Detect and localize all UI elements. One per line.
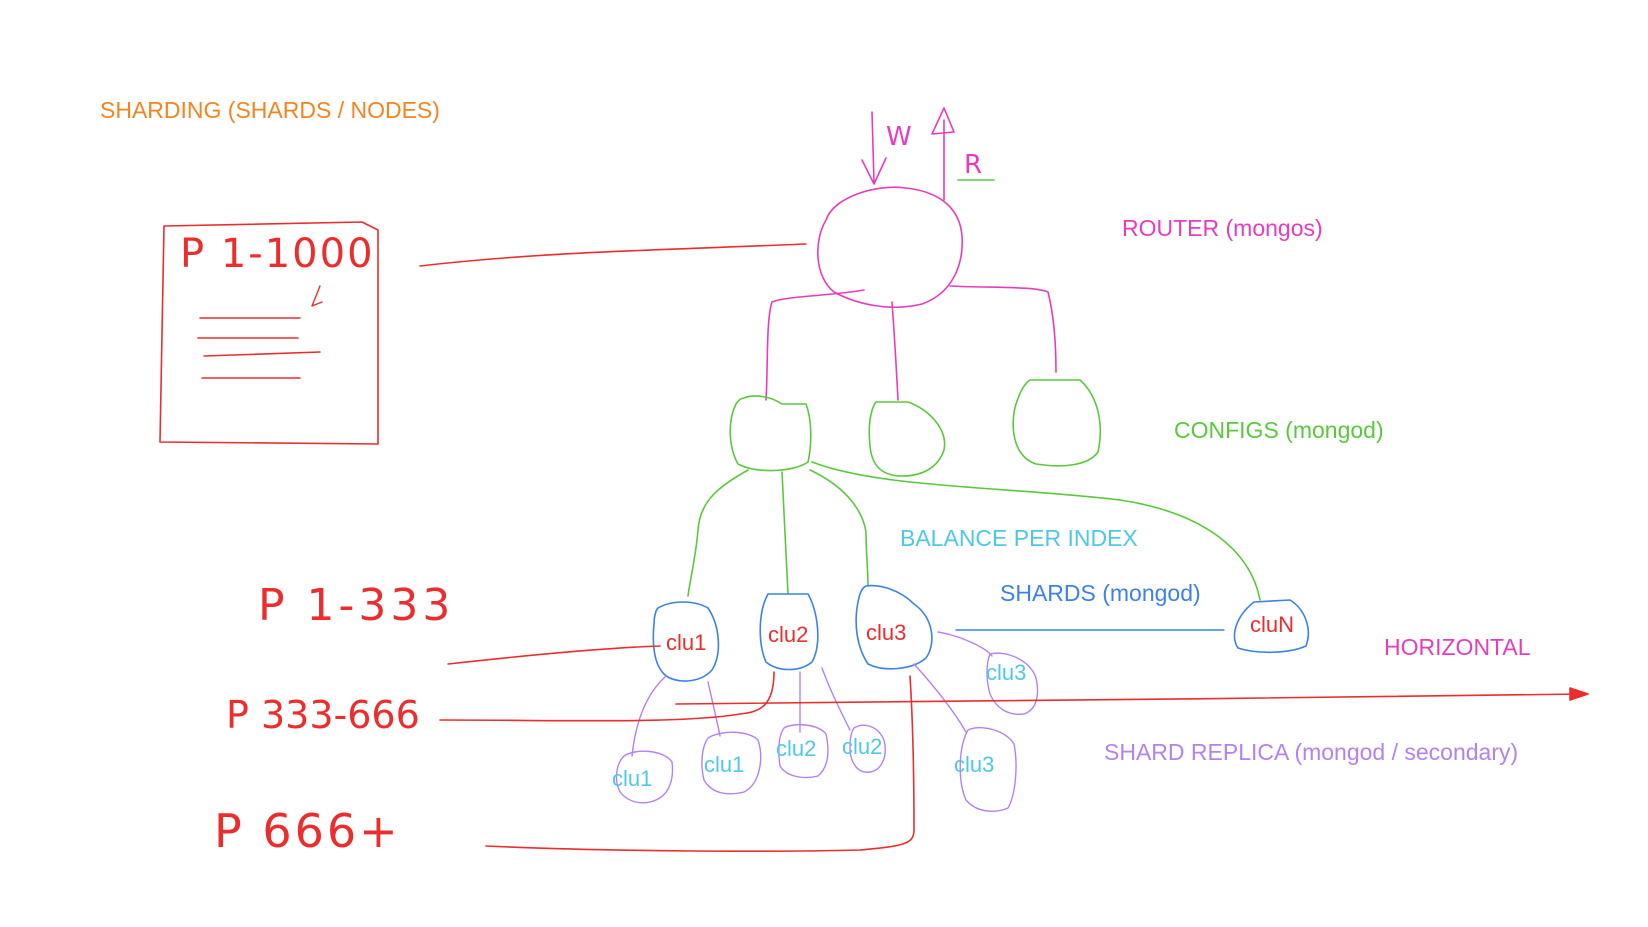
read-label: R [964, 150, 983, 180]
horizontal-label: HORIZONTAL [1384, 634, 1531, 660]
write-label: W [886, 122, 912, 152]
replica-node-clu3-b [986, 652, 1039, 715]
partition-link-3 [485, 675, 915, 852]
replica-node-clu2-a [778, 723, 829, 779]
document-range-label: P 1-1000 [180, 231, 375, 277]
replica-label-clu1-a: clu1 [612, 766, 653, 791]
document-icon [159, 221, 379, 445]
router-node [817, 186, 963, 309]
read-arrow [931, 107, 955, 201]
shard-label-clu1: clu1 [666, 630, 707, 655]
replica-node-clu2-b [849, 724, 886, 773]
router-config-links [765, 285, 1057, 401]
partition-label-1: P 1-333 [258, 580, 455, 631]
router-label: ROUTER (mongos) [1122, 215, 1323, 241]
config-node-3 [1012, 379, 1101, 467]
partition-label-2: P 333-666 [226, 693, 420, 737]
diagram-title: SHARDING (SHARDS / NODES) [100, 97, 440, 123]
shards-label: SHARDS (mongod) [1000, 580, 1201, 606]
shard-node-cluN [1233, 599, 1310, 654]
partition-link-2 [439, 671, 775, 722]
replica-label-clu2-b: clu2 [842, 734, 883, 759]
partition-label-3: P 666+ [214, 804, 401, 858]
document-router-link [419, 243, 807, 267]
partition-link-1 [447, 645, 661, 665]
shard-node-clu3 [855, 584, 933, 670]
replica-label-clu1-b: clu1 [704, 752, 745, 777]
replica-node-clu1-a [615, 750, 674, 804]
replica-label-clu3-b: clu3 [986, 660, 1027, 685]
replica-label: SHARD REPLICA (mongod / secondary) [1104, 739, 1519, 765]
horizontal-arrow [675, 687, 1589, 705]
config-shard-links [687, 461, 1261, 601]
document-pointer-stroke [311, 285, 323, 307]
balance-label: BALANCE PER INDEX [900, 525, 1138, 551]
replica-label-clu3-a: clu3 [954, 752, 995, 777]
shard-node-clu1 [652, 601, 720, 682]
shard-label-clu3: clu3 [866, 620, 907, 645]
replica-node-clu1-b [701, 731, 762, 795]
config-node-1 [729, 395, 812, 472]
partition-links [439, 645, 915, 852]
shard-node-clu2 [759, 593, 819, 671]
shard-label-clu2: clu2 [768, 622, 809, 647]
configs-label: CONFIGS (mongod) [1174, 417, 1384, 443]
write-arrow [861, 111, 887, 185]
replica-links [631, 631, 993, 757]
config-node-2 [868, 401, 946, 477]
shard-label-cluN: cluN [1250, 612, 1295, 637]
replica-label-clu2-a: clu2 [776, 736, 817, 761]
replica-node-clu3-a [959, 726, 1017, 812]
